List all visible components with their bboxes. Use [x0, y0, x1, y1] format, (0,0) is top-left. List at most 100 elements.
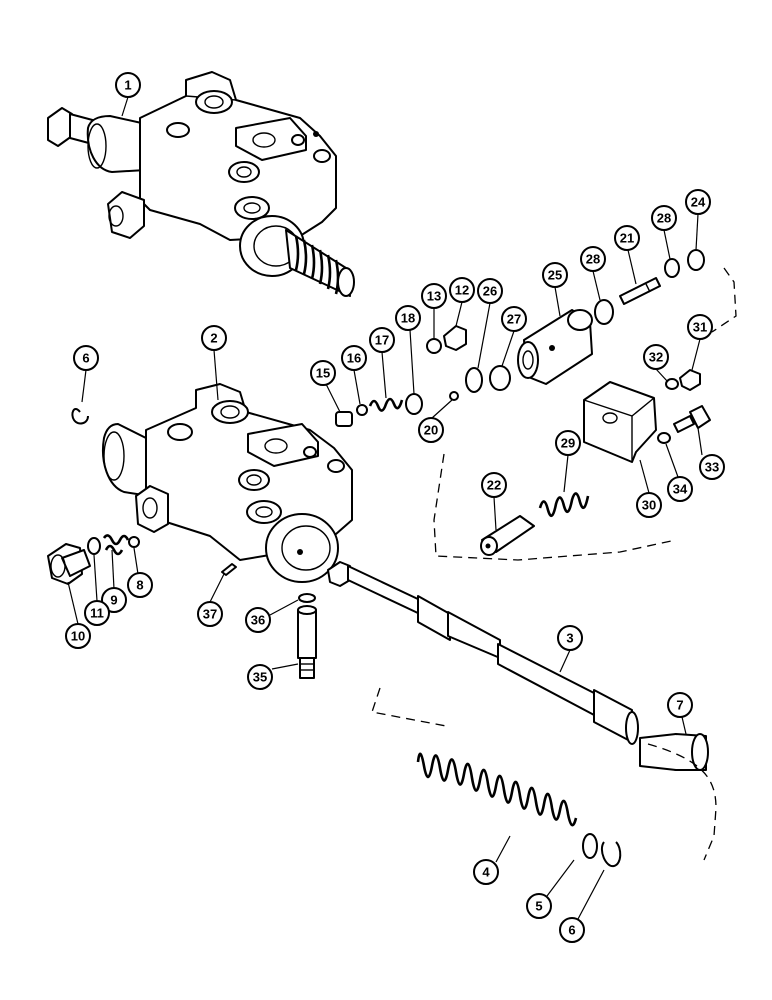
callout-16-label: 16 [347, 351, 361, 366]
snap-ring-part-6-upper [71, 408, 89, 425]
callout-37: 37 [197, 601, 223, 627]
leader-lines [67, 96, 703, 920]
callout-26: 26 [477, 278, 503, 304]
callout-25: 25 [542, 262, 568, 288]
dashed-group-outline-lower [371, 687, 717, 861]
callout-22-label: 22 [487, 478, 501, 493]
callout-32-label: 32 [649, 350, 663, 365]
callout-5-label: 5 [535, 899, 542, 914]
spring-part-9 [102, 534, 130, 556]
callout-22: 22 [481, 472, 507, 498]
callout-3: 3 [557, 625, 583, 651]
plug-part-35 [297, 605, 317, 679]
spring-part-29 [538, 492, 590, 518]
ball-part-20 [449, 391, 459, 401]
callout-18: 18 [395, 305, 421, 331]
seat-part-15 [335, 411, 353, 427]
callout-7: 7 [667, 692, 693, 718]
o-ring-part-11 [87, 537, 101, 555]
washer-part-24 [687, 249, 705, 271]
callout-33-label: 33 [705, 460, 719, 475]
callout-11-label: 11 [90, 606, 104, 621]
callout-29: 29 [555, 430, 581, 456]
callout-21-label: 21 [620, 231, 634, 246]
o-ring-part-28-right [664, 258, 680, 278]
callout-30-label: 30 [642, 498, 656, 513]
ball-part-16 [356, 404, 368, 416]
callout-32: 32 [643, 344, 669, 370]
callout-18-label: 18 [401, 311, 415, 326]
o-ring-part-36 [298, 593, 316, 603]
callout-15-label: 15 [316, 366, 330, 381]
callout-8-label: 8 [136, 578, 143, 593]
callout-34-label: 34 [673, 482, 688, 497]
o-ring-part-26 [465, 367, 483, 393]
washer-part-32 [665, 378, 679, 390]
callout-12-label: 12 [455, 283, 469, 298]
callout-28-right: 28 [651, 205, 677, 231]
callout-3-label: 3 [566, 631, 573, 646]
washer-part-18 [405, 393, 423, 415]
pin-part-37 [221, 563, 237, 576]
spring-part-4 [416, 752, 578, 827]
valve-assembly-part-1 [47, 71, 355, 297]
fitting-part-10 [47, 543, 91, 585]
callout-36: 36 [245, 607, 271, 633]
spring-part-17 [368, 397, 404, 412]
sleeve-part-7 [639, 733, 709, 771]
callout-20: 20 [418, 417, 444, 443]
ball-part-8 [128, 536, 140, 548]
callout-10: 10 [65, 623, 91, 649]
callout-25-label: 25 [548, 268, 562, 283]
callout-11: 11 [84, 600, 110, 626]
callout-31-label: 31 [693, 320, 707, 335]
pin-part-21 [619, 277, 661, 305]
callout-26-label: 26 [483, 284, 497, 299]
callout-1-label: 1 [124, 78, 131, 93]
callout-33: 33 [699, 454, 725, 480]
callout-37-label: 37 [203, 607, 217, 622]
callout-10-label: 10 [71, 629, 85, 644]
callout-24: 24 [685, 189, 711, 215]
callout-9: 9 [101, 587, 127, 613]
o-ring-part-13 [426, 338, 442, 354]
callout-28-left-label: 28 [586, 252, 600, 267]
screw-part-33 [673, 405, 711, 433]
callout-27-label: 27 [507, 312, 521, 327]
spool-part-3 [327, 561, 639, 745]
cover-plate-part-30 [583, 381, 657, 463]
callout-28-right-label: 28 [657, 211, 671, 226]
callout-24-label: 24 [691, 195, 706, 210]
callout-29-label: 29 [561, 436, 575, 451]
washer-part-5 [582, 833, 598, 859]
callout-36-label: 36 [251, 613, 265, 628]
callout-6-lower-label: 6 [568, 923, 575, 938]
callout-16: 16 [341, 345, 367, 371]
snap-ring-part-6-lower [600, 841, 622, 868]
plug-part-12 [443, 325, 467, 351]
callout-4: 4 [473, 859, 499, 885]
valve-body-part-2 [102, 383, 353, 583]
callout-31: 31 [687, 314, 713, 340]
washer-part-34 [657, 432, 671, 444]
callout-8: 8 [127, 572, 153, 598]
callout-1: 1 [115, 72, 141, 98]
callout-27: 27 [501, 306, 527, 332]
callout-21: 21 [614, 225, 640, 251]
washer-part-27 [489, 365, 511, 391]
valve-housing-part-25 [517, 309, 593, 385]
callout-13: 13 [421, 283, 447, 309]
callout-9-label: 9 [110, 593, 117, 608]
callout-6-lower: 6 [559, 917, 585, 943]
callout-13-label: 13 [427, 289, 441, 304]
callout-6-upper-label: 6 [82, 351, 89, 366]
callout-17: 17 [369, 327, 395, 353]
callout-6-upper: 6 [73, 345, 99, 371]
callout-5: 5 [526, 893, 552, 919]
callout-2-label: 2 [210, 331, 217, 346]
callout-35: 35 [247, 664, 273, 690]
callout-12: 12 [449, 277, 475, 303]
callout-15: 15 [310, 360, 336, 386]
callout-7-label: 7 [676, 698, 683, 713]
